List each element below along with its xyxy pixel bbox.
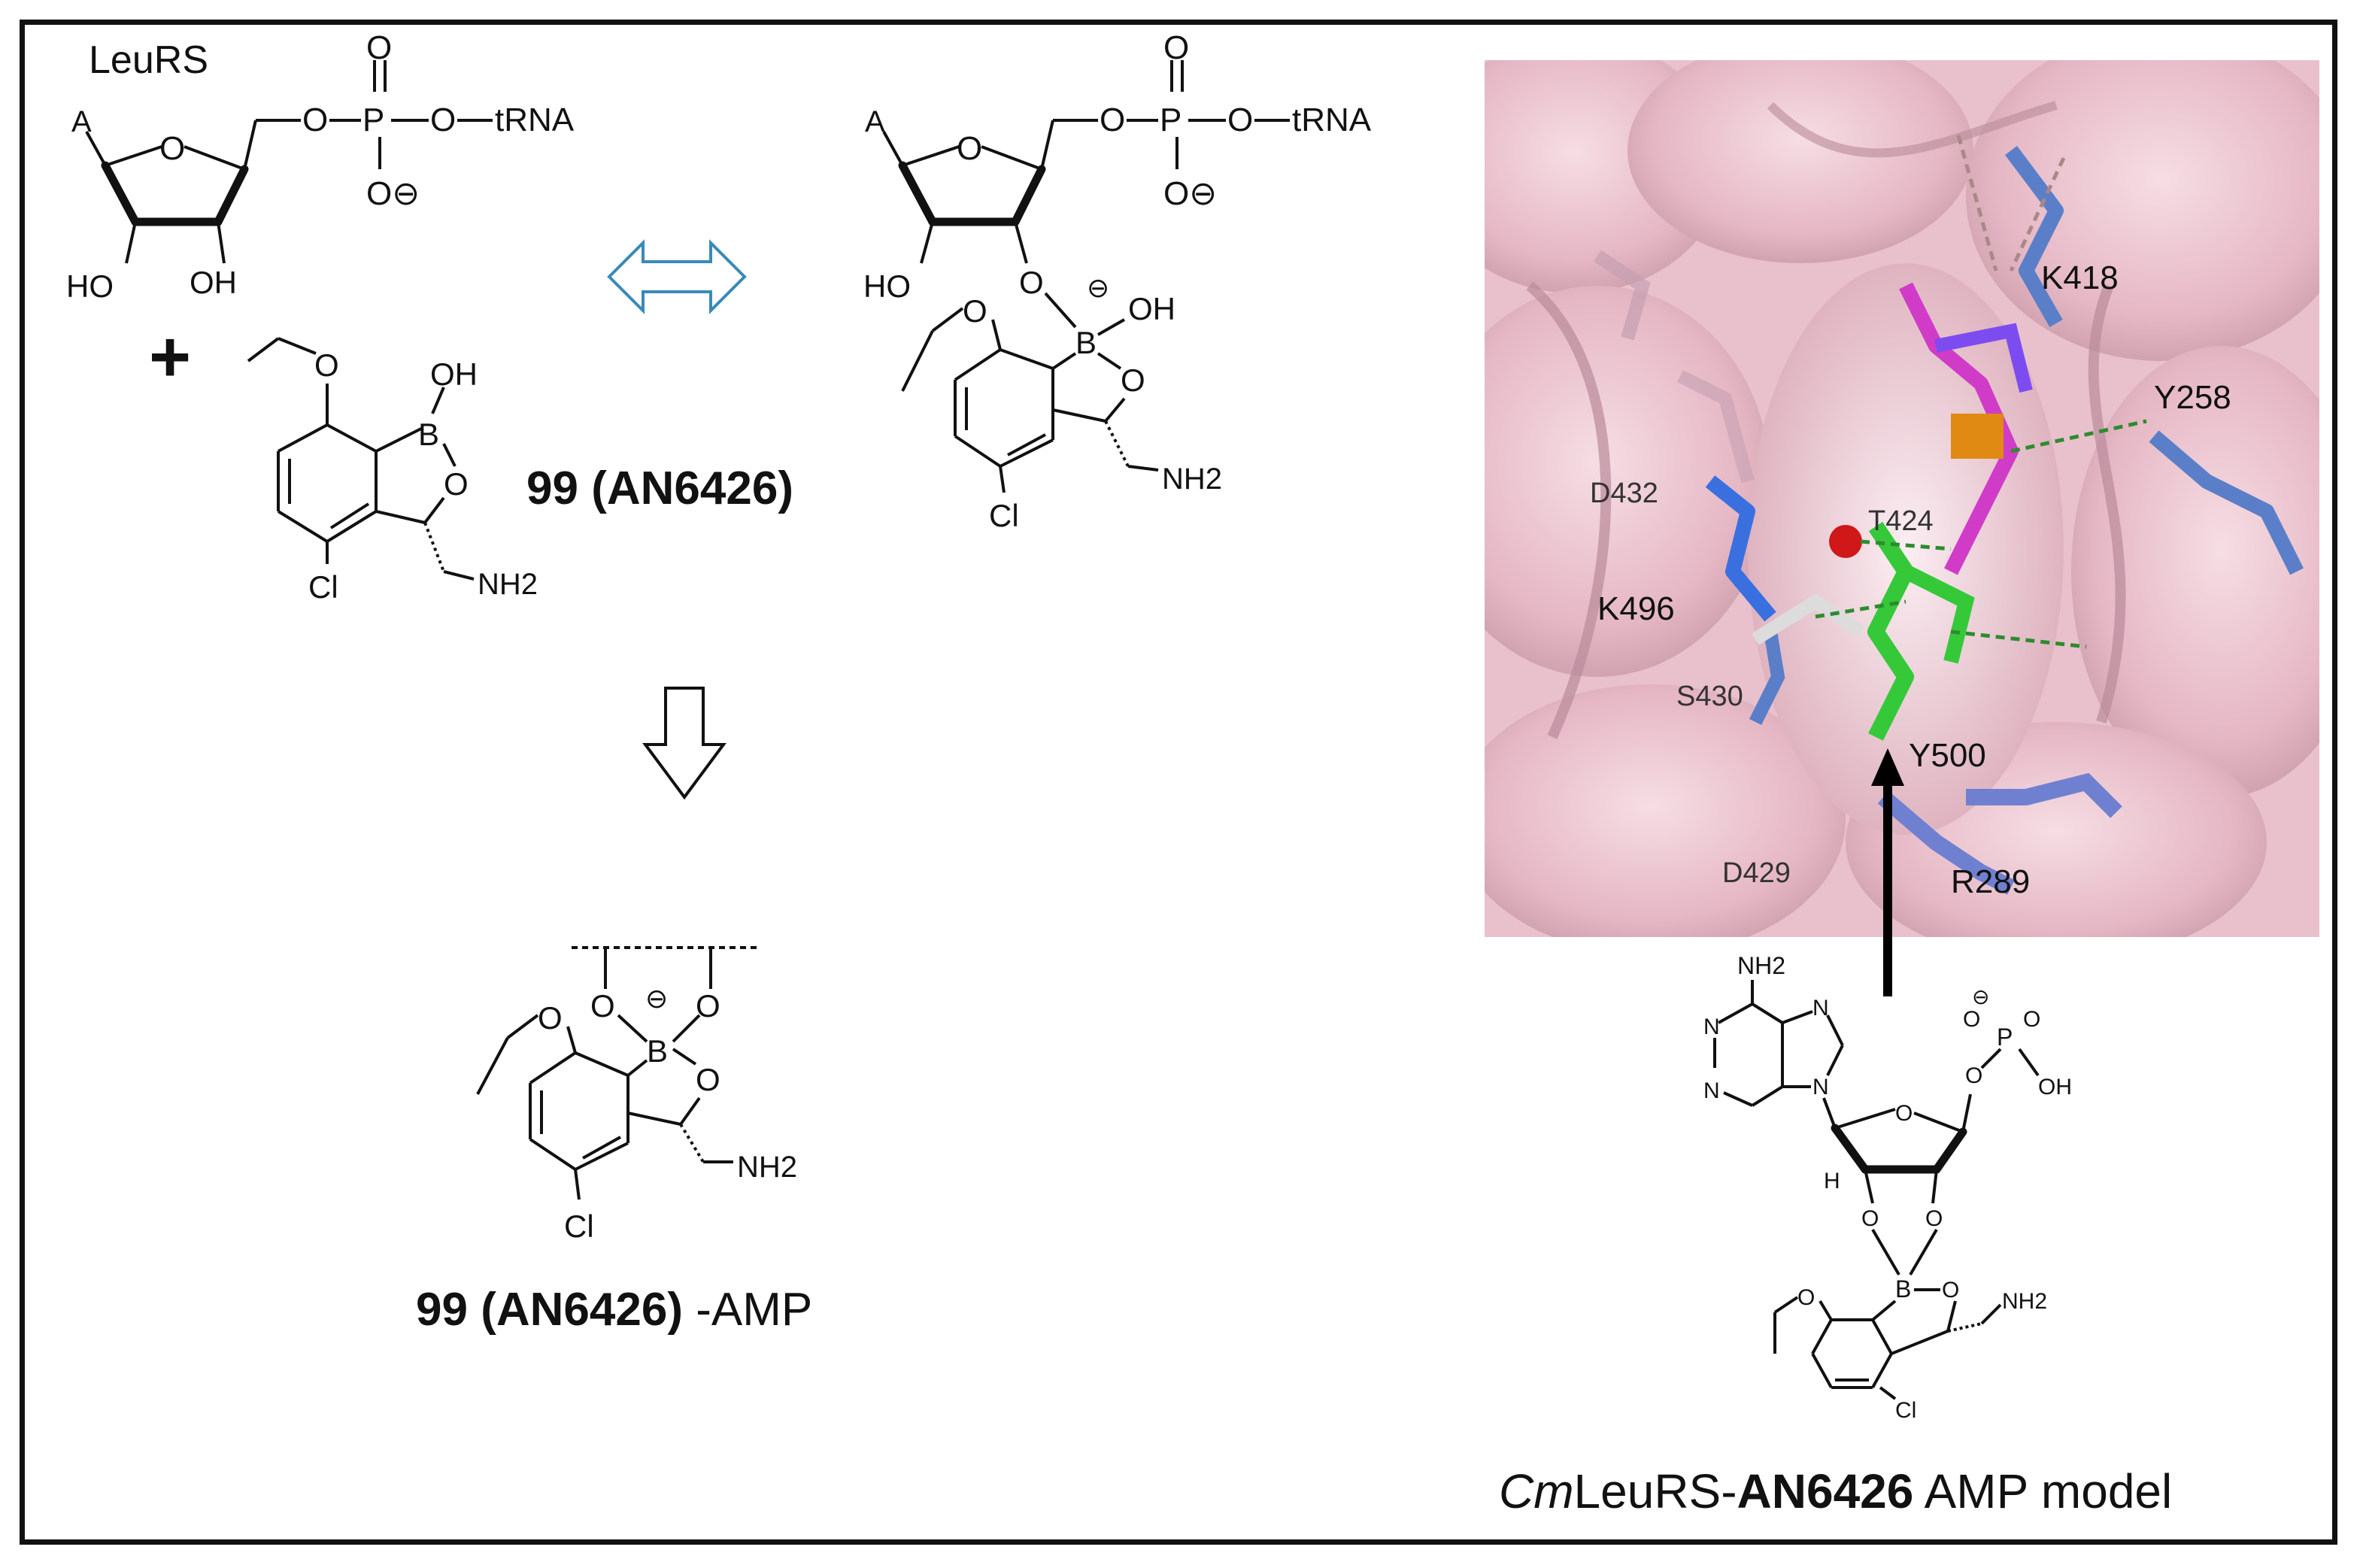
amine: NH2 bbox=[478, 568, 538, 601]
ring-o: O bbox=[1895, 1101, 1913, 1126]
b-atom: B bbox=[1895, 1275, 1911, 1303]
equilibrium-arrow bbox=[607, 239, 747, 314]
amp-adduct-label: 99 (AN6426) -AMP bbox=[416, 1283, 812, 1336]
o-phos: O bbox=[1965, 1063, 1982, 1088]
residue-label: D429 bbox=[1722, 857, 1791, 889]
boron-oh: OH bbox=[1128, 291, 1175, 326]
chlorine: Cl bbox=[308, 569, 338, 605]
phosphate-oh: OH bbox=[2038, 1075, 2072, 1099]
figure-frame bbox=[20, 20, 2337, 1545]
n9: N bbox=[1812, 1075, 1829, 1099]
ring-oxygen: O bbox=[957, 130, 982, 167]
ho-label: HO bbox=[66, 268, 114, 304]
trna-label: tRNA bbox=[1292, 102, 1372, 138]
n1: N bbox=[1703, 1014, 1720, 1039]
nh2-side: NH2 bbox=[2002, 1289, 2047, 1314]
residue-label: Y258 bbox=[2154, 379, 2231, 416]
phosphate-charge: ⊖ bbox=[1972, 985, 1989, 1008]
adenine-label: A bbox=[865, 105, 885, 138]
trna-label: tRNA bbox=[495, 102, 575, 138]
ring-oxygen: O bbox=[159, 130, 185, 167]
o-ether: O bbox=[1797, 1285, 1815, 1310]
amp-adduct-structure: O O ⊖ B O O NH2 Cl bbox=[476, 946, 797, 1244]
ho-label: HO bbox=[863, 268, 911, 304]
ring-oxygen: O bbox=[444, 466, 469, 502]
phosphorus: P bbox=[362, 102, 384, 138]
ether-oxygen: O bbox=[963, 293, 987, 329]
phosphorus: P bbox=[1160, 102, 1182, 138]
o-right: O bbox=[696, 988, 720, 1024]
ether-oxygen: O bbox=[538, 1000, 563, 1036]
chlorine: Cl bbox=[564, 1209, 594, 1244]
oxide: O⊖ bbox=[366, 175, 420, 212]
inhibitor-name: (AN6426) bbox=[591, 463, 793, 514]
o-trna: O bbox=[1227, 102, 1253, 138]
o-left: O bbox=[590, 988, 615, 1024]
pointer-arrow-up bbox=[1871, 748, 1904, 996]
reactant-ribose-structure: A O HO OH O P O O⊖ O tRNA bbox=[66, 29, 575, 304]
ring-oxygen: O bbox=[696, 1062, 720, 1097]
amine: NH2 bbox=[1162, 463, 1222, 496]
reaction-arrow-down bbox=[642, 687, 727, 800]
nh2-top: NH2 bbox=[1737, 952, 1785, 979]
o-b1: O bbox=[1861, 1206, 1879, 1231]
residue-label: T424 bbox=[1868, 505, 1934, 537]
phosphate-o1: O bbox=[1963, 1007, 1980, 1032]
p-atom: P bbox=[1997, 1024, 2013, 1051]
protein-model-panel: K418 Y258 D432 T424 K496 S430 Y500 D429 … bbox=[1485, 60, 2319, 937]
n3: N bbox=[1703, 1078, 1720, 1103]
boron-charge: ⊖ bbox=[1087, 272, 1109, 303]
h-atom: H bbox=[1824, 1169, 1840, 1193]
phosphate-o2: O bbox=[2023, 1007, 2040, 1032]
residue-label: K418 bbox=[2041, 259, 2119, 296]
boron-atom: B bbox=[1075, 325, 1097, 360]
inhibitor-number: 99 bbox=[526, 463, 578, 514]
inhibitor-compound-label: 99 (AN6426) bbox=[526, 462, 793, 515]
residue-label: S430 bbox=[1676, 681, 1743, 712]
o-double: O bbox=[1163, 29, 1189, 66]
plus-sign: + bbox=[149, 317, 192, 397]
o-ester: O bbox=[1100, 102, 1125, 138]
boron-atom: B bbox=[647, 1033, 668, 1069]
caption-rest: AMP model bbox=[1913, 1464, 2173, 1518]
model-amp-structure: NH2 N N N N O H O P ⊖ O O OH O O B O NH2 bbox=[1703, 952, 2072, 1423]
inhibitor-structure: O B OH O NH2 Cl bbox=[247, 337, 538, 605]
caption-compound: AN6426 bbox=[1737, 1464, 1914, 1518]
o-double: O bbox=[366, 29, 392, 66]
n7: N bbox=[1812, 996, 1829, 1021]
caption-organism: Cm bbox=[1499, 1464, 1574, 1518]
adenine-label: A bbox=[71, 105, 92, 138]
o-b2: O bbox=[1925, 1206, 1943, 1231]
amine: NH2 bbox=[737, 1151, 797, 1184]
ring-oxygen-2: O bbox=[1121, 362, 1145, 398]
boron-charge: ⊖ bbox=[645, 983, 668, 1014]
residue-label: Y500 bbox=[1909, 737, 1986, 774]
boron-oh: OH bbox=[430, 356, 478, 392]
o-ring: O bbox=[1942, 1278, 1959, 1303]
o-bridge: O bbox=[1019, 265, 1044, 300]
residue-label: D432 bbox=[1590, 478, 1658, 509]
o-trna: O bbox=[430, 102, 456, 138]
ether-oxygen: O bbox=[314, 347, 339, 383]
amp-suffix: -AMP bbox=[696, 1284, 813, 1336]
residue-label: K496 bbox=[1597, 590, 1675, 627]
o-ester: O bbox=[302, 102, 328, 138]
amp-compound-name: (AN6426) bbox=[481, 1284, 683, 1336]
caption-enzyme: LeuRS- bbox=[1573, 1464, 1737, 1518]
residue-label: R289 bbox=[1951, 863, 2031, 900]
adduct-structure: A O HO O O P O O⊖ O tRNA ⊖ B OH O O NH2 … bbox=[863, 29, 1372, 533]
chlorine: Cl bbox=[989, 498, 1019, 533]
boron-atom: B bbox=[418, 417, 439, 452]
oxide: O⊖ bbox=[1163, 175, 1217, 212]
cl-atom: Cl bbox=[1895, 1398, 1916, 1423]
protein-surface-render bbox=[1485, 60, 2319, 937]
oh-label: OH bbox=[190, 265, 237, 300]
leurs-label: LeuRS bbox=[89, 38, 208, 82]
amp-compound-number: 99 bbox=[416, 1284, 468, 1336]
model-caption: CmLeuRS-AN6426 AMP model bbox=[1499, 1463, 2172, 1519]
